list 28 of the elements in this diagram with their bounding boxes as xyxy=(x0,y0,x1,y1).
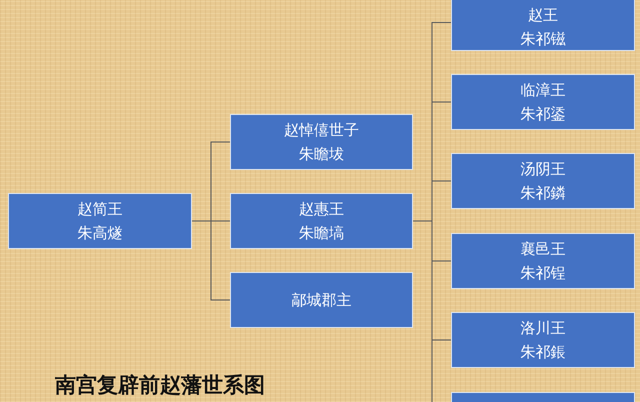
title-text: 汤阴王 xyxy=(520,160,566,178)
title-text: 赵悼僖世子 xyxy=(284,121,359,139)
title-text: 鄗城郡主 xyxy=(292,291,352,309)
title-text: 洛川王 xyxy=(520,319,566,337)
name-text: 朱高燧 xyxy=(78,224,122,242)
name-text: 朱祁锃 xyxy=(520,264,566,282)
person-box xyxy=(230,193,413,249)
name-text: 朱祁鏻 xyxy=(520,184,566,202)
person-box xyxy=(451,74,635,130)
person-box xyxy=(230,272,413,328)
person-box xyxy=(8,193,192,249)
person-box xyxy=(451,312,635,368)
person-box xyxy=(451,153,635,209)
name-text: 朱瞻塙 xyxy=(299,224,344,242)
name-text: 朱祁镃 xyxy=(520,30,566,48)
name-text: 朱瞻坺 xyxy=(299,145,344,163)
person-box xyxy=(451,0,635,51)
title-text: 赵简王 xyxy=(78,200,122,218)
name-text: 朱祁鋹 xyxy=(520,343,566,361)
name-text: 朱祁鋈 xyxy=(520,105,566,123)
connector-line xyxy=(192,220,230,300)
chart-title: 南宫复辟前赵藩世系图 xyxy=(55,372,265,398)
person-box xyxy=(451,233,635,289)
person-box xyxy=(230,114,413,170)
title-text: 赵王 xyxy=(528,6,558,24)
title-text: 临漳王 xyxy=(520,81,566,99)
title-text: 赵惠王 xyxy=(299,200,344,218)
title-text: 襄邑王 xyxy=(520,240,566,258)
